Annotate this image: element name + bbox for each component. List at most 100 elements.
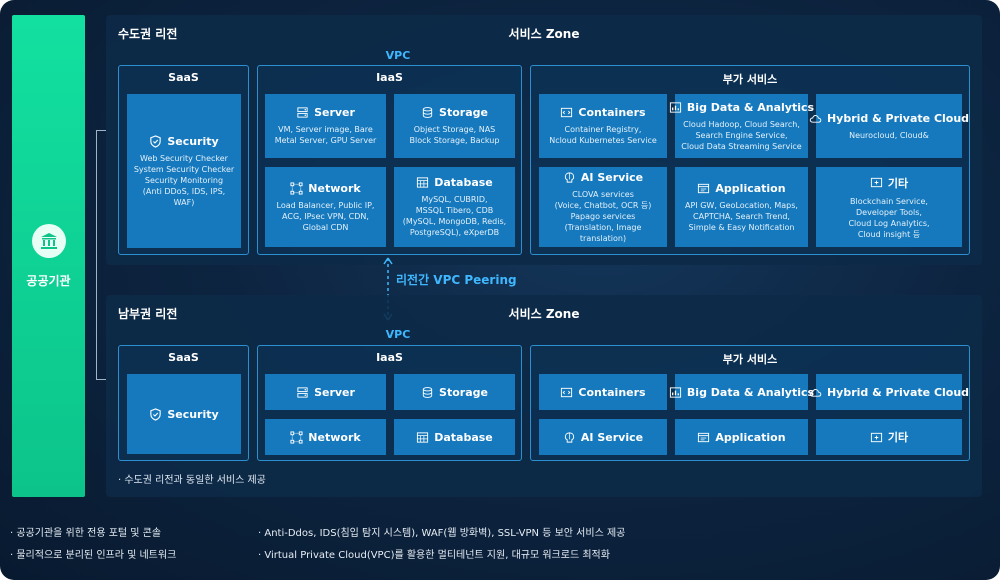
ai-brain-icon: [563, 431, 576, 444]
storage-label: Storage: [439, 385, 488, 399]
storage-label: Storage: [439, 106, 488, 119]
region-title: 남부권 리전: [118, 307, 178, 321]
network-desc: Load Balancer, Public IP, ACG, IPsec VPN…: [276, 200, 375, 232]
database-box: Database: [394, 419, 515, 455]
application-icon: [697, 431, 710, 444]
application-desc: API GW, GeoLocation, Maps, CAPTCHA, Sear…: [685, 200, 798, 232]
containers-label: Containers: [578, 385, 646, 399]
application-label: Application: [715, 181, 786, 195]
feature-note: · Anti-Ddos, IDS(침입 탐지 시스템), WAF(웹 방화벽),…: [258, 528, 626, 539]
etc-desc: Blockchain Service, Developer Tools, Clo…: [848, 196, 930, 239]
server-box: Server: [265, 374, 386, 410]
database-icon: [416, 431, 429, 444]
saas-title: SaaS: [168, 351, 199, 364]
storage-icon: [421, 386, 434, 399]
saas-title: SaaS: [168, 71, 199, 84]
feature-note: · 물리적으로 분리된 인프라 및 네트워크: [10, 550, 177, 561]
zone-title: 서비스 Zone: [508, 27, 580, 41]
application-icon: [697, 182, 710, 195]
database-label: Database: [434, 176, 493, 189]
security-label: Security: [167, 134, 219, 148]
network-icon: [290, 181, 303, 195]
bigdata-box: Big Data & Analytics: [669, 374, 814, 410]
government-label: 공공기관: [26, 273, 71, 288]
feature-note: · 공공기관을 위한 전용 포털 및 콘솔: [10, 528, 162, 539]
application-label: Application: [715, 430, 786, 444]
saas-group: SaaS Security Web Security Checker Syste…: [118, 65, 249, 255]
hybrid-label: Hybrid & Private Cloud: [826, 111, 970, 125]
shield-icon: [149, 134, 162, 148]
security-label: Security: [167, 407, 219, 421]
containers-box: Containers: [539, 374, 667, 410]
region-south: 남부권 리전 서비스 Zone VPC SaaS Security IaaS S…: [106, 295, 982, 497]
containers-icon: [560, 386, 573, 399]
network-label: Network: [308, 181, 361, 195]
containers-icon: [560, 106, 573, 119]
addon-title: 부가 서비스: [722, 73, 778, 86]
ai-box: AI Service CLOVA services (Voice, Chatbo…: [539, 167, 667, 247]
iaas-title: IaaS: [376, 351, 403, 364]
etc-label: 기타: [887, 431, 909, 444]
iaas-title: IaaS: [376, 71, 403, 84]
database-icon: [416, 176, 429, 189]
connector-line: [96, 130, 106, 380]
cloud-icon: [809, 386, 822, 399]
security-desc: Web Security Checker System Security Che…: [133, 153, 235, 207]
vpc-label: VPC: [385, 328, 411, 341]
security-box: Security: [127, 374, 241, 454]
containers-box: Containers Container Registry, Ncloud Ku…: [539, 94, 667, 158]
iaas-group: IaaS Server Storage Network: [257, 345, 522, 461]
ai-desc: CLOVA services (Voice, Chatbot, OCR 등) P…: [554, 189, 652, 243]
vpc-peering-label: 리전간 VPC Peering: [396, 273, 517, 287]
network-box: Network Load Balancer, Public IP, ACG, I…: [265, 167, 386, 247]
etc-icon: [870, 431, 883, 444]
vpc-label: VPC: [385, 49, 411, 62]
security-box: Security Web Security Checker System Sec…: [127, 94, 241, 248]
feature-note: · Virtual Private Cloud(VPC)를 활용한 멀티테넌트 …: [258, 550, 610, 561]
ai-label: AI Service: [580, 430, 644, 444]
shield-icon: [149, 407, 162, 421]
etc-box: 기타: [816, 419, 962, 455]
hybrid-label: Hybrid & Private Cloud: [826, 385, 970, 399]
database-desc: MySQL, CUBRID, MSSQL Tibero, CDB (MySQL,…: [402, 195, 507, 237]
database-label: Database: [434, 430, 493, 444]
application-box: Application: [675, 419, 808, 455]
bigdata-desc: Cloud Hadoop, Cloud Search, Search Engin…: [681, 119, 802, 151]
iaas-group: IaaS Server VM, Server image, Bare Metal…: [257, 65, 522, 255]
network-label: Network: [308, 430, 361, 444]
hybrid-box: Hybrid & Private Cloud: [809, 374, 969, 410]
storage-box: Storage Object Storage, NAS Block Storag…: [394, 94, 515, 158]
ai-brain-icon: [563, 171, 576, 184]
application-box: Application API GW, GeoLocation, Maps, C…: [675, 167, 808, 247]
etc-icon: [870, 176, 883, 189]
cloud-icon: [809, 112, 822, 125]
bigdata-label: Big Data & Analytics: [686, 385, 815, 399]
saas-group: SaaS Security: [118, 345, 249, 461]
containers-label: Containers: [578, 106, 646, 119]
server-icon: [296, 106, 309, 119]
addon-group: 부가 서비스 Containers Big Data & Analytics H…: [530, 345, 970, 461]
addon-group: 부가 서비스 Containers Container Registry, Nc…: [530, 65, 970, 255]
bigdata-icon: [669, 101, 682, 114]
region-title: 수도권 리전: [118, 27, 178, 41]
server-box: Server VM, Server image, Bare Metal Serv…: [265, 94, 386, 158]
network-icon: [290, 430, 303, 444]
etc-box: 기타 Blockchain Service, Developer Tools, …: [816, 167, 962, 247]
server-label: Server: [314, 106, 355, 119]
database-box: Database MySQL, CUBRID, MSSQL Tibero, CD…: [394, 167, 515, 247]
hybrid-box: Hybrid & Private Cloud Neurocloud, Cloud…: [809, 94, 969, 158]
hybrid-desc: Neurocloud, Cloud&: [849, 130, 929, 140]
etc-label: 기타: [887, 176, 909, 190]
government-building-icon: [31, 223, 66, 258]
government-bar: 공공기관: [12, 15, 85, 497]
containers-desc: Container Registry, Ncloud Kubernetes Se…: [549, 125, 657, 145]
south-region-note: · 수도권 리전과 동일한 서비스 제공: [118, 475, 266, 486]
server-label: Server: [314, 385, 355, 399]
bigdata-label: Big Data & Analytics: [686, 100, 815, 114]
storage-icon: [421, 106, 434, 119]
bigdata-icon: [669, 386, 682, 399]
ai-box: AI Service: [539, 419, 667, 455]
zone-title: 서비스 Zone: [508, 307, 580, 321]
storage-desc: Object Storage, NAS Block Storage, Backu…: [409, 125, 500, 145]
